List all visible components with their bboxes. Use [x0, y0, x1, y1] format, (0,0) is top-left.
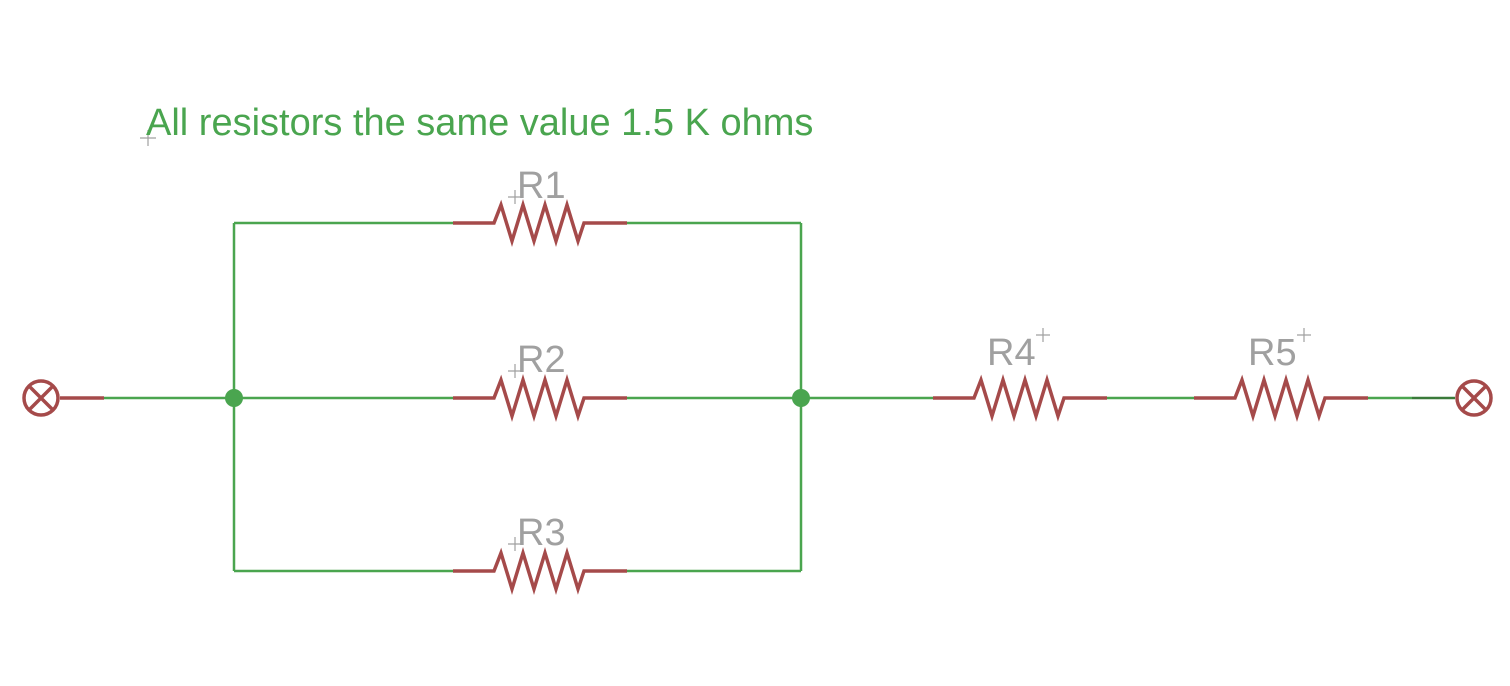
resistor-r4-label: R4: [987, 332, 1036, 374]
wires: [104, 221, 1455, 573]
annotation-text: All resistors the same value 1.5 K ohms: [146, 102, 813, 144]
resistor-r5-label: R5: [1248, 332, 1297, 374]
resistor-r2: R2: [453, 339, 627, 422]
resistor-r5-symbol: [1194, 374, 1368, 422]
resistor-r3-origin-mark: [508, 537, 522, 551]
resistor-r2-symbol: [453, 374, 627, 422]
resistor-r2-label: R2: [517, 339, 566, 381]
resistor-r4-symbol: [933, 374, 1107, 422]
resistor-r3-symbol: [453, 547, 627, 595]
resistor-r1-symbol: [453, 199, 627, 247]
annotation-origin-mark: [140, 130, 156, 146]
junction-dot-right: [792, 389, 810, 407]
resistor-r1: R1: [453, 165, 627, 247]
resistor-r5-origin-mark: [1297, 328, 1311, 342]
resistor-r5: R5: [1194, 328, 1368, 422]
terminal-right-cross-icon: [1460, 384, 1488, 412]
junction-dot-left: [225, 389, 243, 407]
terminal-right: [1455, 379, 1493, 417]
annotation-group: All resistors the same value 1.5 K ohms: [140, 102, 813, 146]
resistor-r1-label: R1: [517, 165, 566, 207]
resistor-r2-origin-mark: [508, 364, 522, 378]
resistor-r3: R3: [453, 512, 627, 595]
resistor-r1-origin-mark: [508, 190, 522, 204]
resistor-r4: R4: [933, 328, 1107, 422]
terminal-left-circle-icon: [22, 379, 60, 417]
resistor-r4-origin-mark: [1036, 328, 1050, 342]
terminal-left: [22, 379, 104, 417]
resistor-r3-label: R3: [517, 512, 566, 554]
terminal-left-cross-icon: [27, 384, 55, 412]
terminal-right-circle-icon: [1455, 379, 1493, 417]
